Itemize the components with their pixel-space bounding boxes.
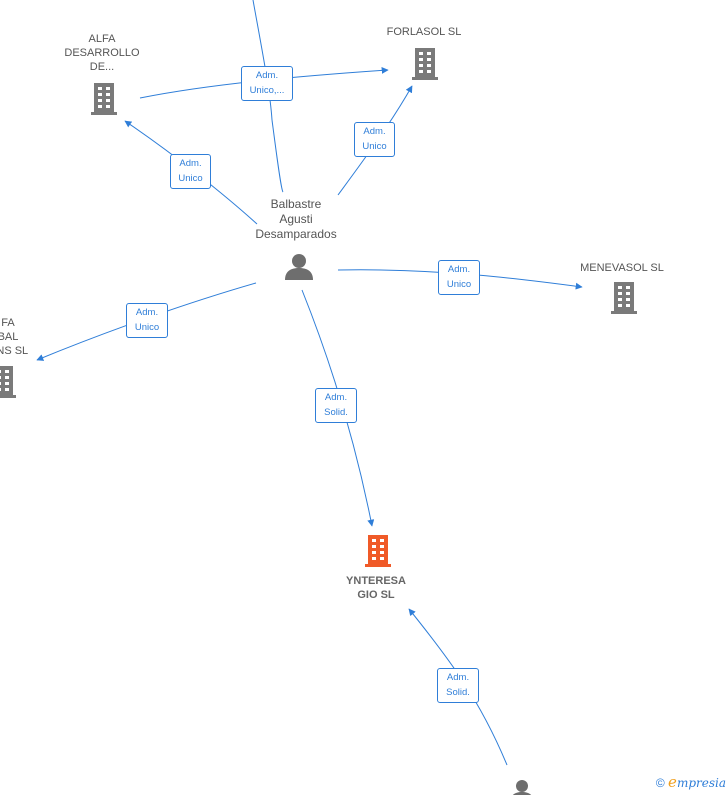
person-label-main[interactable]: Balbastre Agusti Desamparados: [255, 197, 337, 241]
edge-label-person-alfa-desarrollo[interactable]: Adm. Unico: [170, 154, 211, 189]
edge-top-forlasol-2: [271, 119, 284, 193]
person-icon-bottom[interactable]: [510, 780, 534, 795]
building-icon-menevasol[interactable]: [611, 282, 637, 314]
empresia-logo: empresia: [668, 773, 726, 791]
edge-label-person-menevasol[interactable]: Adm. Unico: [438, 260, 480, 295]
company-label-main[interactable]: YNTERESA GIO SL: [346, 575, 406, 601]
company-label-alfa-global[interactable]: FA BAL ONS SL: [0, 317, 29, 357]
edge-label-bottom-main-company[interactable]: Adm. Solid.: [437, 668, 479, 703]
company-label-forlasol[interactable]: FORLASOL SL: [386, 26, 462, 38]
building-icon-alfa-global[interactable]: [0, 366, 16, 398]
company-label-alfa-desarrollo[interactable]: ALFA DESARROLLO DE...: [64, 33, 140, 73]
edge-label-top-forlasol[interactable]: Adm. Unico,...: [241, 66, 293, 101]
edge-label-person-main-company[interactable]: Adm. Solid.: [315, 388, 357, 423]
building-icon-forlasol[interactable]: [412, 48, 438, 80]
person-icon-main[interactable]: [285, 254, 313, 280]
empresia-watermark: © empresia: [656, 773, 726, 791]
building-icon-alfa-desarrollo[interactable]: [91, 83, 117, 115]
building-icon-main-company[interactable]: [365, 535, 391, 567]
edge-top-forlasol: [252, 0, 273, 121]
edge-label-person-alfa-global[interactable]: Adm. Unico: [126, 303, 168, 338]
copyright-symbol: ©: [655, 776, 665, 790]
company-label-menevasol[interactable]: MENEVASOL SL: [580, 262, 664, 274]
edge-label-person-forlasol[interactable]: Adm. Unico: [354, 122, 395, 157]
